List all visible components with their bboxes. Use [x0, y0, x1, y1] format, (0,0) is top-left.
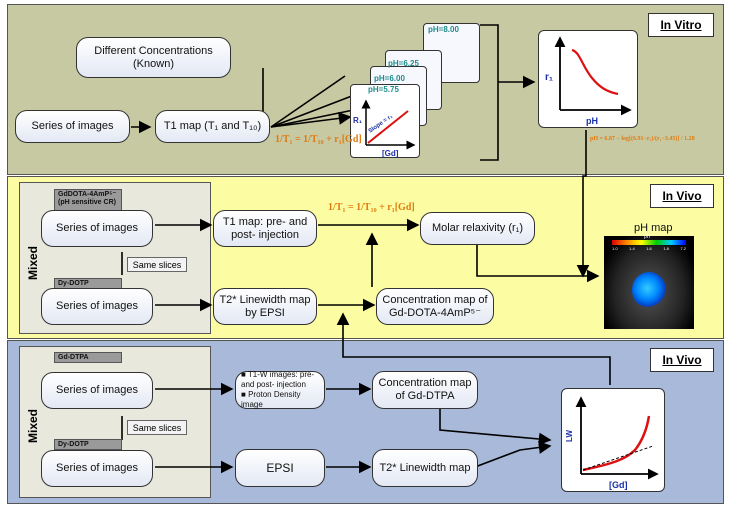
ph-equation: pH = 6.87 − log[(6.91−r₁)/(r₁−3.45)] / 1… [590, 136, 695, 142]
in-vivo-label-1: In Vivo [650, 184, 714, 208]
arrow-lw-to-conc [336, 312, 611, 385]
ph-map-bar-title: pH [644, 234, 651, 240]
epsi-box: EPSI [235, 449, 325, 487]
series-of-images-mid-1: Series of images [41, 210, 153, 247]
gddtpa-tag: Gd-DTPA [54, 352, 122, 363]
arrow-phcurve-to-phmap [576, 130, 590, 278]
r1-vs-gd-plot: R₁ [Gd] Slope = r₁ [353, 99, 416, 158]
ph-label-8-00: pH=8.00 [428, 25, 459, 34]
series-of-images-mid-2: Series of images [41, 288, 153, 325]
r1-label: r₁ [545, 72, 553, 83]
gddota-tag: GdDOTA-4AmP⁵⁻ (pH sensitive CR) [54, 189, 122, 211]
series-of-images-box: Series of images [15, 110, 130, 143]
ph-label-6-00: pH=6.00 [374, 74, 405, 83]
ph-map-tick: 7.2 [680, 246, 686, 251]
series-of-images-bot-1: Series of images [41, 372, 153, 409]
ph-map-image: pH 1.0 1.4 1.6 1.8 7.2 [604, 234, 694, 329]
in-vivo-label-2: In Vivo [650, 348, 714, 372]
ph-label-6-25: pH=6.25 [388, 59, 419, 68]
r1-ph-curve [571, 48, 619, 96]
t1-map-box: T1 map (T₁ and T₁₀) [155, 110, 270, 143]
ph-map-tick: 1.6 [646, 246, 652, 251]
t2star-linewidth-box: T2* Linewidth map [372, 449, 478, 487]
bracket [480, 24, 499, 161]
concentration-map-gddota-box: Concentration map of Gd-DOTA-4AmP⁵⁻ [376, 288, 494, 325]
concentration-map-gddtpa-box: Concentration map of Gd-DTPA [372, 371, 478, 409]
ph-map-title: pH map [634, 222, 673, 234]
t1w-images-box: ■ T1-W images: pre- and post- injection … [235, 370, 325, 409]
ph-label-5-75: pH=5.75 [368, 85, 399, 94]
lw-axis-label: LW [565, 430, 574, 442]
same-slices-mid: Same slices [127, 257, 187, 272]
r1-axis-label: R₁ [353, 116, 363, 125]
ph-label: pH [586, 116, 598, 126]
different-concentrations-box: Different Concentrations (Known) [76, 37, 231, 78]
lw-vs-gd-plot: LW [Gd] [565, 396, 659, 490]
gd-axis-label: [Gd] [382, 149, 399, 158]
molar-relaxivity-box: Molar relaxivity (r₁) [420, 212, 535, 245]
t2star-epsi-box: T2* Linewidth map by EPSI [213, 288, 317, 325]
ph-map-colorbar [612, 240, 686, 245]
arrow-molar-to-phmap [476, 236, 600, 283]
arrow-conc-to-lw [439, 404, 552, 446]
gd-axis-label-bot: [Gd] [609, 480, 628, 490]
relaxivity-equation-mid: 1/T₁ = 1/T₁₀ + r₁[Gd] [328, 202, 415, 213]
series-of-images-bot-2: Series of images [41, 450, 153, 487]
ph-map-tick: 1.4 [629, 246, 635, 251]
r1-vs-ph-plot: r₁ pH [545, 36, 632, 126]
lw-linear-fit [582, 445, 654, 471]
same-slices-bot: Same slices [127, 420, 187, 435]
arrow-t2star-to-lw [474, 441, 552, 468]
relaxivity-equation-top: 1/T₁ = 1/T₁₀ + r₁[Gd] [275, 134, 362, 145]
in-vitro-label: In Vitro [648, 13, 714, 37]
t1w-item-2: ■ Proton Density image [241, 390, 301, 409]
ph-map-tick: 1.8 [663, 246, 669, 251]
lw-curve [582, 415, 651, 472]
ph-map-tick: 1.0 [612, 246, 618, 251]
t1-map-pre-post-box: T1 map: pre- and post- injection [213, 210, 317, 247]
t1w-item-1: ■ T1-W images: pre- and post- injection [241, 370, 315, 389]
ph-map-tick-labels: 1.0 1.4 1.6 1.8 7.2 [612, 246, 686, 251]
dydotp-tag-bot: Dy-DOTP [54, 439, 122, 450]
ph-map-brain [632, 272, 666, 308]
slope-line [367, 110, 409, 144]
